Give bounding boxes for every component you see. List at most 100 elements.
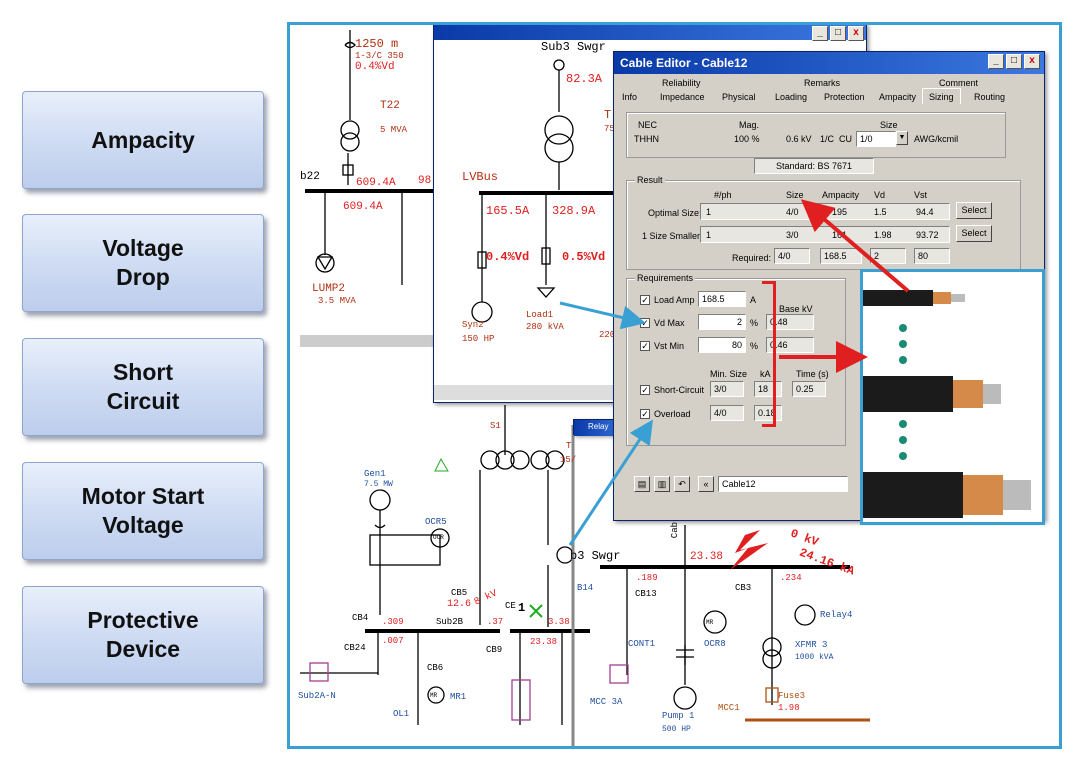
tab-remarks[interactable]: Remarks xyxy=(804,78,841,88)
relay4-label[interactable]: Relay4 xyxy=(820,610,853,620)
sc-min-size[interactable]: 3/0 xyxy=(710,381,744,397)
sc-time: 0.25 xyxy=(792,381,826,397)
contactor-cont1[interactable]: CONT1 xyxy=(628,639,656,649)
cb3-label[interactable]: CB3 xyxy=(735,583,752,593)
syn2-label[interactable]: Syn2 xyxy=(462,320,484,330)
bus-b3-swgr[interactable]: b3 Swgr xyxy=(570,549,621,563)
undo-icon[interactable]: ↶ xyxy=(674,476,690,492)
tab-protection[interactable]: Protection xyxy=(824,92,865,102)
tab-loading[interactable]: Loading xyxy=(775,92,808,102)
xfmr-t-cut: T xyxy=(566,441,572,451)
print-icon[interactable]: ▤ xyxy=(634,476,650,492)
optimal-size: 4/0 xyxy=(786,207,799,217)
one-line-diagram[interactable]: 1250 m 1-3/C 350 0.4%Vd T22 5 MVA b22 60… xyxy=(287,22,1062,749)
close-icon[interactable]: x xyxy=(1024,54,1040,69)
lump2-label[interactable]: LUMP2 xyxy=(312,283,346,295)
prev-arrow-icon[interactable]: « xyxy=(698,476,714,492)
tab-comment[interactable]: Comment xyxy=(939,78,979,88)
load1-rating: 280 kVA xyxy=(526,322,564,332)
vd-max-input[interactable]: 2 xyxy=(698,314,746,330)
short-circuit-checkbox[interactable]: ✓ xyxy=(640,385,650,395)
b14-label[interactable]: B14 xyxy=(577,583,594,593)
requirements-bracket xyxy=(762,281,776,427)
gen1-rating: 7.5 MW xyxy=(364,480,393,489)
cb3-flow: .234 xyxy=(780,573,802,583)
lvbus-label[interactable]: LVBus xyxy=(462,170,499,184)
fuse3-flow: 1.98 xyxy=(778,703,800,713)
vd-max-checkbox[interactable]: ✓ xyxy=(640,318,650,328)
tab-routing[interactable]: Routing xyxy=(974,92,1006,102)
cable-id-field[interactable]: Cable12 xyxy=(718,476,848,492)
vst-min-label: Vst Min xyxy=(654,341,685,351)
col-vst: Vst xyxy=(914,190,928,200)
load1-label[interactable]: Load1 xyxy=(526,310,554,320)
minimize-icon[interactable]: _ xyxy=(812,26,828,41)
cb4-label[interactable]: CB4 xyxy=(352,613,369,623)
load-amp-label: Load Amp xyxy=(654,295,695,305)
mcc-3a-label[interactable]: MCC 3A xyxy=(590,697,623,707)
size-select[interactable]: 1/0 xyxy=(856,131,896,147)
feature-voltage-drop: Voltage Drop xyxy=(22,214,264,312)
gen1-label[interactable]: Gen1 xyxy=(364,469,386,479)
chevron-down-icon[interactable]: ▼ xyxy=(896,131,908,145)
bus-b22-label[interactable]: b22 xyxy=(300,171,320,183)
col-ampacity: Ampacity xyxy=(822,190,860,200)
tab-sizing[interactable]: Sizing xyxy=(922,88,961,104)
relay-ocr8[interactable]: OCR8 xyxy=(704,639,726,649)
sub3-flow: 82.3A xyxy=(566,72,603,86)
vst-min-checkbox[interactable]: ✓ xyxy=(640,341,650,351)
close-icon[interactable]: x xyxy=(848,26,864,41)
load-amp-checkbox[interactable]: ✓ xyxy=(640,295,650,305)
relay-ocr5[interactable]: OCR5 xyxy=(425,517,447,527)
tab-impedance[interactable]: Impedance xyxy=(660,92,705,102)
nec-label: NEC xyxy=(638,120,658,130)
base-kv-1: 0.48 xyxy=(766,314,814,330)
pump1-label[interactable]: Pump 1 xyxy=(662,711,695,721)
tab-ampacity[interactable]: Ampacity xyxy=(879,92,917,102)
select-optimal-button[interactable]: Select xyxy=(956,202,992,219)
ce-num: 1 xyxy=(518,601,526,615)
switch-s1[interactable]: S1 xyxy=(490,421,501,431)
vd-2: 0.5%Vd xyxy=(562,250,606,264)
mr-badge-2: MR xyxy=(706,619,714,626)
ol-min-size[interactable]: 4/0 xyxy=(710,405,744,421)
cb4-flow: .309 xyxy=(382,617,404,627)
ce-label[interactable]: CE xyxy=(505,601,516,611)
cb5-label[interactable]: CB5 xyxy=(451,588,468,598)
tab-reliability[interactable]: Reliability xyxy=(662,78,701,88)
standard-field: Standard: BS 7671 xyxy=(754,158,874,174)
base-kv-label: Base kV xyxy=(779,304,813,314)
vst-unit: % xyxy=(750,341,759,351)
cb24-label[interactable]: CB24 xyxy=(344,643,366,653)
maximize-icon[interactable]: □ xyxy=(1006,54,1022,69)
vst-min-input[interactable]: 80 xyxy=(698,337,746,353)
tab-physical[interactable]: Physical xyxy=(722,92,756,102)
select-smaller-button[interactable]: Select xyxy=(956,225,992,242)
sub3-swgr-label[interactable]: Sub3 Swgr xyxy=(541,40,606,54)
cable-editor-titlebar[interactable]: Cable Editor - Cable12 _ □ x xyxy=(614,52,1044,74)
cb9-flow: 23.38 xyxy=(530,637,558,647)
col-vd: Vd xyxy=(874,190,886,200)
minimize-icon[interactable]: _ xyxy=(988,54,1004,69)
subwindow-titlebar[interactable]: _ □ x xyxy=(434,25,866,41)
vd-unit: % xyxy=(750,318,759,328)
motor-mr1[interactable]: MR1 xyxy=(450,692,467,702)
col-per-phase: #/ph xyxy=(714,190,732,200)
xfmr3-label[interactable]: XFMR 3 xyxy=(795,640,828,650)
fuse3-label[interactable]: Fuse3 xyxy=(778,691,806,701)
load-amp-input[interactable]: 168.5 xyxy=(698,291,746,307)
overload-checkbox[interactable]: ✓ xyxy=(640,409,650,419)
maximize-icon[interactable]: □ xyxy=(830,26,846,41)
overload-ol1[interactable]: OL1 xyxy=(393,709,410,719)
bus-sub2b-label[interactable]: Sub2B xyxy=(436,617,464,627)
cb9-label[interactable]: CB9 xyxy=(486,645,503,655)
cb6-label[interactable]: CB6 xyxy=(427,663,444,673)
sub2a-label[interactable]: Sub2A-N xyxy=(298,691,336,701)
lvbus-flow-1: 165.5A xyxy=(486,204,530,218)
xfmr-t22-label[interactable]: T22 xyxy=(380,100,400,112)
copy-icon[interactable]: ▥ xyxy=(654,476,670,492)
required-ampacity: 168.5 xyxy=(820,248,862,264)
mcc1-label[interactable]: MCC1 xyxy=(718,703,740,713)
tab-info[interactable]: Info xyxy=(622,92,638,102)
cb13-label[interactable]: CB13 xyxy=(635,589,657,599)
